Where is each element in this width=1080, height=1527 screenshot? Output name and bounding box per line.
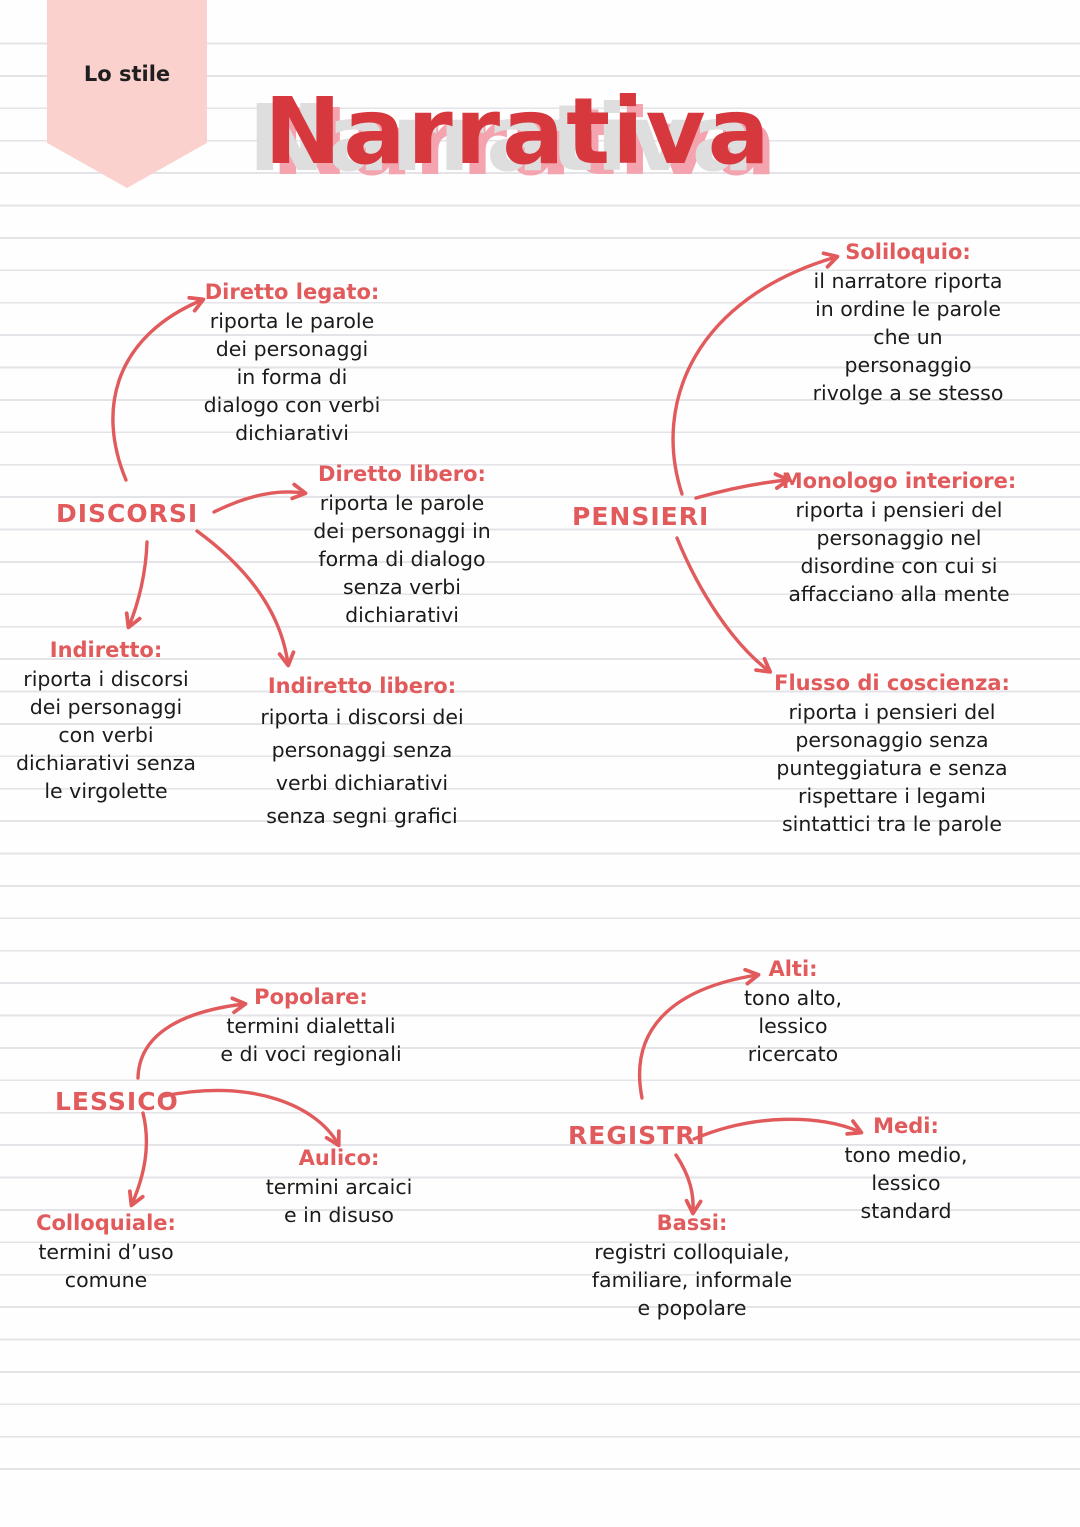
arrow-discorsi-indiretto xyxy=(124,540,149,630)
branch-aulico: Aulico: termini arcaici e in disuso xyxy=(239,1146,439,1229)
branch-body: riporta i discorsi dei personaggi con ve… xyxy=(16,667,196,803)
branch-heading: Alti: xyxy=(768,957,818,981)
branch-body: riporta i pensieri del personaggio senza… xyxy=(776,700,1008,836)
branch-heading: Colloquiale: xyxy=(36,1211,176,1235)
node-lessico: LESSICO xyxy=(55,1087,179,1116)
branch-soliloquio: Soliloquio: il narratore riporta in ordi… xyxy=(788,240,1028,407)
bookmark-ribbon: Lo stile xyxy=(47,0,207,188)
branch-heading: Aulico: xyxy=(298,1146,380,1170)
branch-body: tono alto, lessico ricercato xyxy=(744,986,842,1066)
ribbon-label: Lo stile xyxy=(83,62,171,86)
branch-monologo-interiore: Monologo interiore: riporta i pensieri d… xyxy=(756,469,1042,608)
arrow-discorsi-indiretto-libero xyxy=(195,529,296,668)
branch-indiretto-libero: Indiretto libero: riporta i discorsi dei… xyxy=(240,674,484,833)
node-pensieri: PENSIERI xyxy=(572,502,710,531)
branch-flusso-di-coscienza: Flusso di coscienza: riporta i pensieri … xyxy=(740,671,1044,838)
branch-bassi: Bassi: registri colloquiale, familiare, … xyxy=(572,1211,812,1322)
branch-medi: Medi: tono medio, lessico standard xyxy=(825,1114,987,1225)
branch-heading: Indiretto: xyxy=(49,638,163,662)
arrow-registri-alti xyxy=(637,967,761,1100)
branch-alti: Alti: tono alto, lessico ricercato xyxy=(713,957,873,1068)
branch-body: il narratore riporta in ordine le parole… xyxy=(812,269,1004,405)
arrow-discorsi-diretto-libero xyxy=(212,482,308,514)
branch-body: riporta i pensieri del personaggio nel d… xyxy=(788,498,1010,606)
branch-body: termini dialettali e di voci regionali xyxy=(220,1014,402,1066)
arrow-registri-medi xyxy=(692,1117,864,1141)
arrow-pensieri-flusso xyxy=(675,536,773,674)
branch-body: registri colloquiale, familiare, informa… xyxy=(591,1240,793,1320)
branch-heading: Diretto legato: xyxy=(204,280,380,304)
arrow-lessico-colloquiale xyxy=(127,1111,149,1208)
arrow-registri-bassi xyxy=(674,1153,703,1216)
branch-body: riporta le parole dei personaggi in form… xyxy=(313,491,491,627)
branch-indiretto: Indiretto: riporta i discorsi dei person… xyxy=(0,638,212,805)
page-title: Narrativa xyxy=(264,78,772,185)
branch-heading: Popolare: xyxy=(254,985,368,1009)
arrow-lessico-aulico xyxy=(162,1088,341,1148)
branch-heading: Medi: xyxy=(873,1114,939,1138)
branch-colloquiale: Colloquiale: termini d’uso comune xyxy=(6,1211,206,1294)
node-registri: REGISTRI xyxy=(568,1121,706,1150)
branch-heading: Diretto libero: xyxy=(318,462,486,486)
branch-body: tono medio, lessico standard xyxy=(844,1143,968,1223)
branch-heading: Indiretto libero: xyxy=(267,674,457,698)
branch-popolare: Popolare: termini dialettali e di voci r… xyxy=(201,985,421,1068)
branch-body: termini d’uso comune xyxy=(38,1240,174,1292)
arrow-pensieri-monologo xyxy=(694,472,791,500)
branch-body: riporta le parole dei personaggi in form… xyxy=(203,309,381,445)
branch-heading: Monologo interiore: xyxy=(781,469,1017,493)
branch-body: riporta i discorsi dei personaggi senza … xyxy=(260,705,464,828)
arrow-lessico-popolare xyxy=(136,996,248,1080)
branch-heading: Flusso di coscienza: xyxy=(774,671,1010,695)
branch-heading: Bassi: xyxy=(656,1211,728,1235)
branch-heading: Soliloquio: xyxy=(845,240,971,264)
branch-diretto-libero: Diretto libero: riporta le parole dei pe… xyxy=(287,462,517,629)
node-discorsi: DISCORSI xyxy=(56,499,199,528)
notebook-ruled-lines xyxy=(0,12,1080,1470)
arrow-discorsi-diretto-legato xyxy=(111,295,206,482)
arrow-pensieri-soliloquio xyxy=(671,251,840,496)
branch-diretto-legato: Diretto legato: riporta le parole dei pe… xyxy=(172,280,412,447)
branch-body: termini arcaici e in disuso xyxy=(265,1175,413,1227)
